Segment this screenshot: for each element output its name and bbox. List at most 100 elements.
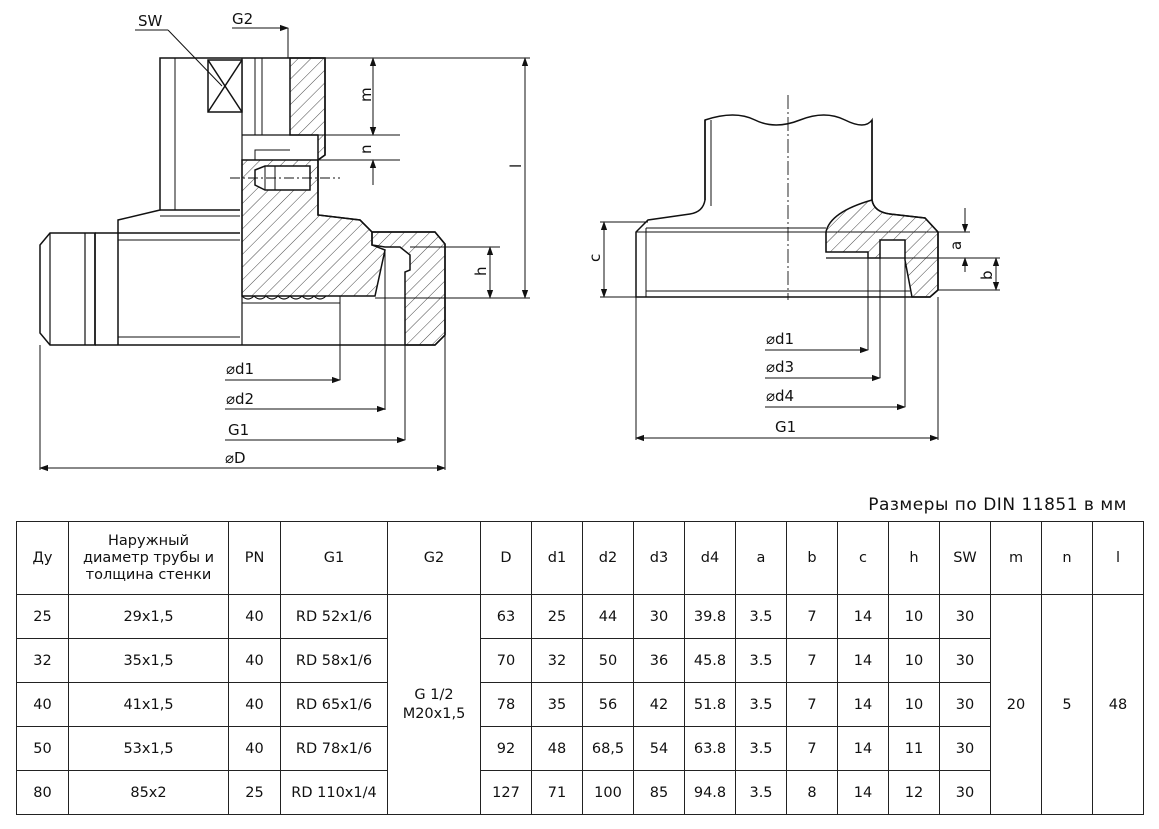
left-labels: SW G2 m n l h ⌀d1 ⌀d2 G1 ⌀D [138, 10, 525, 467]
label-sw: SW [138, 12, 163, 30]
hex-nut-left [39, 232, 96, 346]
cell-g1: RD 52x1/6 [280, 594, 388, 639]
cell-d4: 94.8 [684, 770, 736, 815]
cell-pipe: 53x1,5 [68, 726, 229, 771]
cell-h: 10 [888, 594, 940, 639]
cell-du: 40 [16, 682, 69, 727]
cell-h: 12 [888, 770, 940, 815]
cell-sw: 30 [939, 726, 991, 771]
cell-d4: 51.8 [684, 682, 736, 727]
cell-a: 3.5 [735, 726, 787, 771]
cell-b: 7 [786, 682, 838, 727]
header-g2: G2 [387, 521, 481, 595]
cell-b: 7 [786, 638, 838, 683]
cell-h: 10 [888, 638, 940, 683]
cell-D: 92 [480, 726, 532, 771]
cell-d2: 100 [582, 770, 634, 815]
label-g1: G1 [228, 421, 249, 439]
seal-thread [241, 295, 327, 300]
cell-d3: 54 [633, 726, 685, 771]
cell-du: 80 [16, 770, 69, 815]
header-d3: d3 [633, 521, 685, 595]
technical-drawing: SW G2 m n l h ⌀d1 ⌀d2 G1 ⌀D [39, 10, 1000, 472]
header-pipe: Наружный диаметр трубы и толщина стенки [68, 521, 229, 595]
cell-du: 32 [16, 638, 69, 683]
cell-du: 25 [16, 594, 69, 639]
left-dimensions [39, 24, 529, 472]
cell-d4: 45.8 [684, 638, 736, 683]
label-d2: ⌀d2 [226, 390, 254, 408]
cell-sw: 30 [939, 638, 991, 683]
header-du: Ду [16, 521, 69, 595]
label-l: l [507, 164, 525, 168]
cell-D: 63 [480, 594, 532, 639]
header-a: a [735, 521, 787, 595]
cell-c: 14 [837, 726, 889, 771]
header-pn: PN [228, 521, 281, 595]
cell-n-merged: 5 [1041, 594, 1093, 815]
cell-d1: 35 [531, 682, 583, 727]
cell-a: 3.5 [735, 770, 787, 815]
cell-c: 14 [837, 770, 889, 815]
set-screw [230, 165, 340, 191]
header-c: c [837, 521, 889, 595]
cell-g1: RD 78x1/6 [280, 726, 388, 771]
cell-pn: 25 [228, 770, 281, 815]
right-labels: c a b ⌀d1 ⌀d3 ⌀d4 G1 [586, 241, 996, 436]
cell-d3: 42 [633, 682, 685, 727]
label-d3: ⌀d3 [766, 358, 794, 376]
cell-D: 127 [480, 770, 532, 815]
cell-a: 3.5 [735, 682, 787, 727]
header-d2: d2 [582, 521, 634, 595]
cell-sw: 30 [939, 770, 991, 815]
cell-pn: 40 [228, 594, 281, 639]
header-sw: SW [939, 521, 991, 595]
label-d1-right: ⌀d1 [766, 330, 794, 348]
cell-d1: 32 [531, 638, 583, 683]
cell-d2: 56 [582, 682, 634, 727]
cell-a: 3.5 [735, 594, 787, 639]
cell-g1: RD 65x1/6 [280, 682, 388, 727]
right-section-view [600, 95, 1000, 440]
cell-g1: RD 110x1/4 [280, 770, 388, 815]
label-a: a [947, 241, 965, 250]
cell-c: 14 [837, 594, 889, 639]
cell-sw: 30 [939, 594, 991, 639]
dimensions-caption: Размеры по DIN 11851 в мм [868, 495, 1127, 515]
table-header-row: Ду Наружный диаметр трубы и толщина стен… [16, 521, 1144, 595]
header-D: D [480, 521, 532, 595]
header-d1: d1 [531, 521, 583, 595]
cell-D: 70 [480, 638, 532, 683]
cell-a: 3.5 [735, 638, 787, 683]
cell-D: 78 [480, 682, 532, 727]
cell-m-merged: 20 [990, 594, 1042, 815]
label-n: n [357, 144, 375, 154]
header-g1: G1 [280, 521, 388, 595]
label-c: c [586, 254, 604, 262]
cell-d3: 85 [633, 770, 685, 815]
cell-pn: 40 [228, 638, 281, 683]
header-l: l [1092, 521, 1144, 595]
cell-c: 14 [837, 638, 889, 683]
cell-d4: 63.8 [684, 726, 736, 771]
cell-pn: 40 [228, 682, 281, 727]
right-dimensions [600, 208, 1000, 442]
cell-d3: 36 [633, 638, 685, 683]
cell-sw: 30 [939, 682, 991, 727]
cell-du: 50 [16, 726, 69, 771]
header-d4: d4 [684, 521, 736, 595]
cell-b: 8 [786, 770, 838, 815]
label-g1-right: G1 [775, 418, 796, 436]
left-section-view [39, 28, 530, 470]
cell-d3: 30 [633, 594, 685, 639]
cell-pipe: 41x1,5 [68, 682, 229, 727]
cell-d1: 71 [531, 770, 583, 815]
pipe-stub [635, 114, 939, 298]
header-h: h [888, 521, 940, 595]
cell-d1: 25 [531, 594, 583, 639]
